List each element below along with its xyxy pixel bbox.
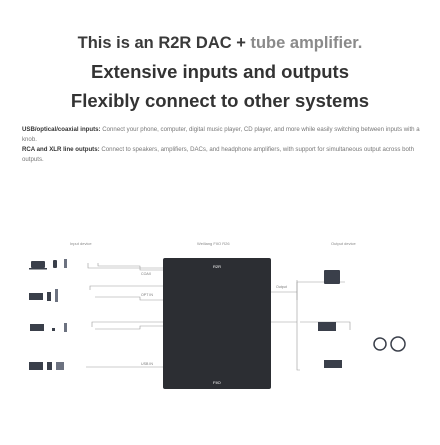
output-device-label: Output device bbox=[331, 241, 356, 246]
headline-line-1: This is an R2R DAC + tube amplifier. bbox=[0, 34, 440, 53]
pc-icon bbox=[29, 362, 43, 370]
outputs-description: RCA and XLR line outputs: Connect to spe… bbox=[22, 145, 422, 164]
dac-icon bbox=[318, 322, 336, 331]
phone-icon bbox=[53, 260, 57, 268]
input-device-label: Input device bbox=[70, 241, 92, 246]
cable-icon bbox=[55, 289, 58, 302]
outputs-description-label: RCA and XLR line outputs: bbox=[22, 146, 100, 153]
headline-line-2: Extensive inputs and outputs bbox=[91, 61, 349, 82]
wire-label-opt: OPT IN bbox=[141, 293, 153, 297]
inputs-description-text: Connect your phone, computer, digital mu… bbox=[22, 126, 420, 143]
mini-icon bbox=[52, 328, 55, 331]
amplifier-icon bbox=[324, 360, 342, 368]
output-wires bbox=[271, 280, 351, 371]
monitor-icon bbox=[30, 324, 44, 331]
headline-line-3: Flexibly connect to other systems bbox=[70, 90, 370, 111]
connector-icon bbox=[64, 259, 67, 268]
output-device-icons bbox=[318, 270, 406, 368]
headline-line-1-highlight: tube amplifier. bbox=[250, 34, 363, 52]
jack-icon bbox=[64, 323, 67, 332]
laptop-icon-base bbox=[29, 268, 47, 270]
outputs-description-text: Connect to speakers, amplifiers, DACs, a… bbox=[22, 146, 414, 163]
speaker-output-icon bbox=[390, 336, 406, 352]
player-icon bbox=[47, 362, 52, 370]
device-logo: R2R bbox=[213, 264, 222, 269]
main-device-label: Weiliang FIIO R26 bbox=[197, 241, 230, 246]
r2r-dac-device bbox=[163, 258, 271, 389]
speaker-icon bbox=[47, 292, 51, 301]
device-brand: FIIO bbox=[213, 380, 221, 385]
headphone-icon bbox=[373, 337, 387, 351]
input-wires bbox=[86, 263, 164, 368]
disc-icon bbox=[56, 362, 64, 370]
laptop-icon bbox=[31, 261, 45, 268]
headphone-amp-icon bbox=[324, 270, 340, 284]
wire-label-coax: COAX bbox=[141, 272, 152, 276]
input-device-icons bbox=[29, 259, 67, 370]
wire-label-usb: USB IN bbox=[141, 362, 153, 366]
wire-label-output: Output bbox=[276, 285, 287, 289]
tv-icon bbox=[29, 293, 43, 300]
inputs-description-label: USB/optical/coaxial inputs: bbox=[22, 126, 101, 133]
headline-line-1-text: This is an R2R DAC + bbox=[77, 34, 251, 52]
inputs-description: USB/optical/coaxial inputs: Connect your… bbox=[22, 125, 422, 144]
